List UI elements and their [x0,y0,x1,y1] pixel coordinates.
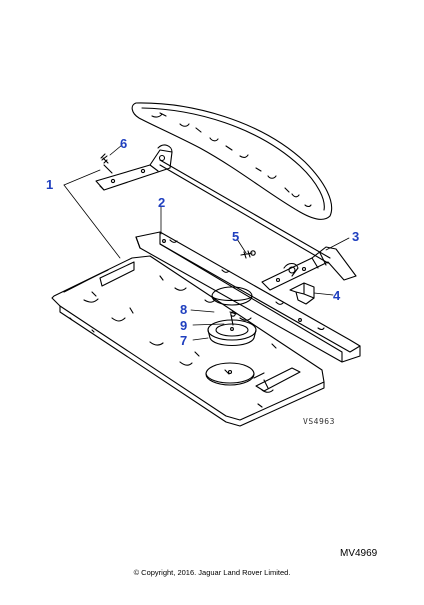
callout-6: 6 [120,136,128,151]
cup-7 [207,319,257,347]
callout-4: 4 [333,288,341,303]
hinge-bracket-3 [261,246,357,291]
callout-3: 3 [352,229,360,244]
callout-2: 2 [158,195,166,210]
bracket-4 [289,282,315,305]
floor-panel-1 [51,255,325,427]
lid-panel [131,102,333,221]
cap-8 [211,286,253,306]
figure-code: MV4969 [340,548,378,559]
screw-6 [100,153,113,174]
callout-5: 5 [232,229,240,244]
drawing-reference: VS4963 [303,417,335,426]
screw-9 [229,311,237,326]
leader-lines [63,144,350,341]
callout-9: 9 [180,318,188,333]
copyright-notice: © Copyright, 2016. Jaguar Land Rover Lim… [133,568,291,577]
screw-5 [240,250,256,259]
support-stay [95,144,331,264]
callout-1: 1 [46,177,54,192]
callout-8: 8 [180,302,188,317]
callout-7: 7 [180,333,188,348]
